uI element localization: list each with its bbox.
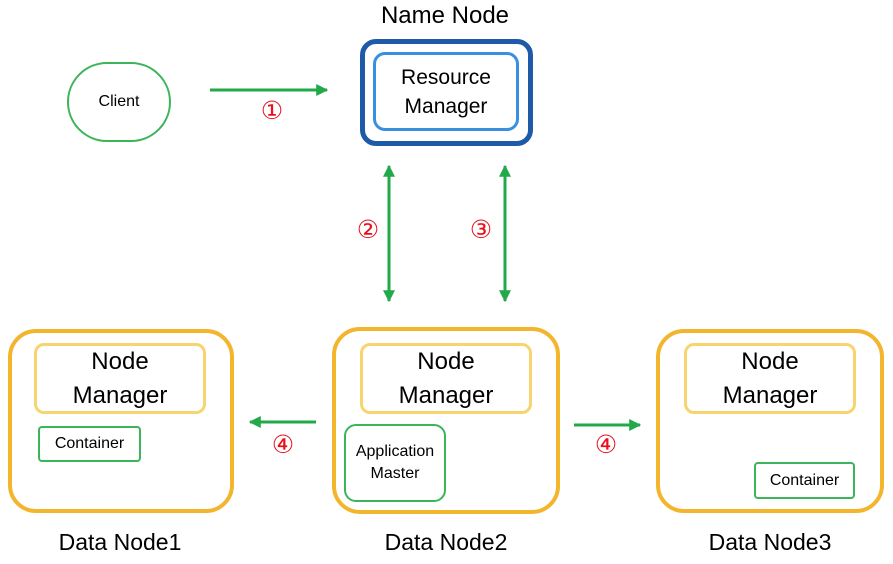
step-1-marker: ① <box>260 97 284 125</box>
data-node1-node-manager: Node Manager <box>34 343 206 414</box>
data-node3-container: Container <box>754 462 855 499</box>
data-node3-node-manager: Node Manager <box>684 343 856 414</box>
data-node1-label: Data Node1 <box>58 528 182 555</box>
step-3-marker: ③ <box>469 216 493 244</box>
data-node1-container: Container <box>38 426 141 462</box>
data-node2-label: Data Node2 <box>384 528 508 555</box>
name-node-title: Name Node <box>380 2 510 29</box>
data-node2-node-manager: Node Manager <box>360 343 532 414</box>
data-node1-box <box>8 329 234 513</box>
step-4-marker-right: ④ <box>594 431 618 459</box>
data-node3-box <box>656 329 884 513</box>
step-2-marker: ② <box>356 216 380 244</box>
step-4-marker-left: ④ <box>271 431 295 459</box>
data-node2-box <box>332 327 560 514</box>
data-node3-label: Data Node3 <box>708 528 832 555</box>
data-node2-application-master: Application Master <box>344 424 446 502</box>
resource-manager-box: Resource Manager <box>373 52 519 131</box>
client-node: Client <box>67 62 171 142</box>
